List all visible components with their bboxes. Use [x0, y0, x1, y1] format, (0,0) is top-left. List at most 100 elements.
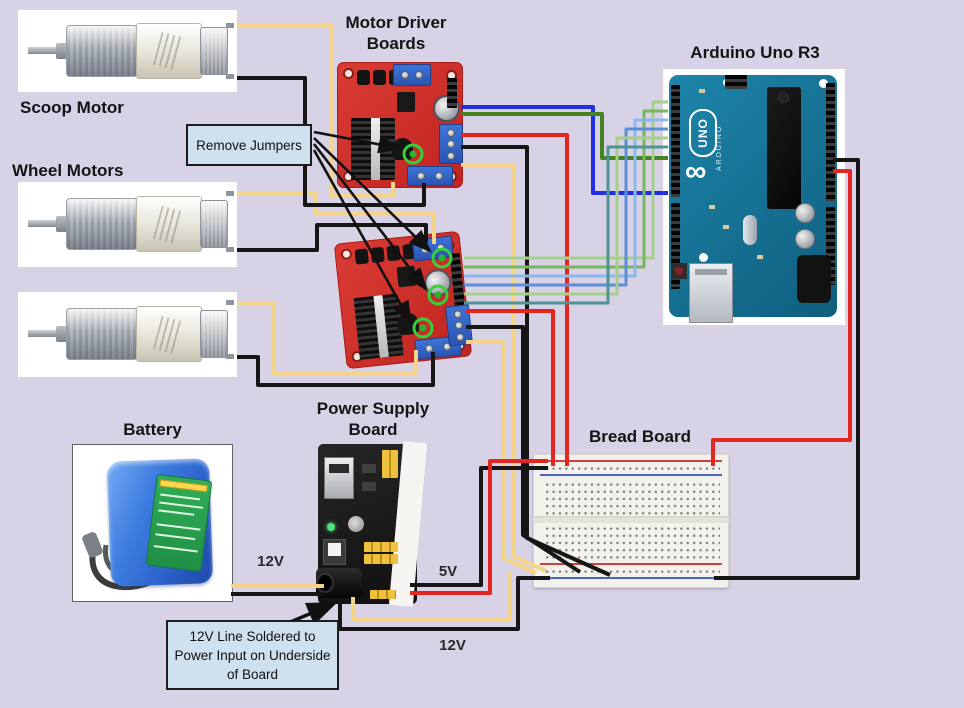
- battery-label-line: [159, 501, 204, 509]
- motor-hub: [56, 216, 67, 232]
- motor-output-terminal-bottom: [407, 166, 453, 186]
- motor-body: [136, 306, 202, 362]
- ic-component: [396, 265, 417, 288]
- battery-label: Battery: [123, 420, 182, 439]
- capacitor: [370, 246, 385, 264]
- motor-terminal-positive: [226, 191, 234, 196]
- arduino-uno-image: UNO ∞ ARDUINO: [663, 69, 845, 325]
- wire-driver2-signal-5: [464, 136, 668, 296]
- mounting-hole: [699, 253, 708, 262]
- wire-driver2-signal-2: [464, 109, 668, 269]
- motor-end-cap: [200, 27, 228, 75]
- power-supply-board-image: [316, 441, 428, 607]
- atmega-chip: [767, 87, 801, 209]
- motor-hub: [56, 326, 67, 342]
- electrolytic-capacitor: [423, 267, 453, 298]
- terminal-screw: [420, 245, 430, 254]
- motor-gearbox: [66, 308, 138, 360]
- wire-driver2-5v-red: [466, 309, 555, 466]
- motor-terminal-positive: [226, 23, 234, 28]
- breadboard-center-channel: [533, 516, 729, 523]
- capacitor: [386, 245, 401, 262]
- motor-gearbox: [66, 198, 138, 250]
- motor-marking: [152, 205, 184, 245]
- l298n-heatsink: [353, 293, 404, 360]
- psu-usb-port: [324, 457, 354, 499]
- terminal-screw: [434, 172, 443, 180]
- capacitor: [354, 248, 369, 265]
- battery-label-line: [158, 509, 195, 516]
- power-jack: [797, 255, 831, 303]
- capacitor: [357, 70, 370, 85]
- terminal-screw: [425, 344, 434, 353]
- terminal-screw: [415, 71, 424, 79]
- motor-output-terminal-top: [393, 64, 431, 86]
- smd-component: [757, 255, 763, 259]
- terminal-screw: [447, 151, 455, 160]
- wire-driver1-signal-green: [461, 112, 668, 160]
- wheel-motor-1-image: [18, 182, 237, 267]
- wire-driver1-5v-red: [461, 133, 569, 466]
- motor-body: [136, 196, 202, 252]
- terminal-screw: [447, 140, 455, 148]
- breadboard-terminal-holes: [542, 524, 720, 560]
- mounting-hole: [343, 68, 354, 79]
- wire-driver2-signal-1: [464, 100, 668, 260]
- breadboard-rail-holes: [542, 464, 720, 473]
- terminal-screw: [447, 128, 455, 137]
- psu-output-pins: [370, 590, 396, 599]
- ic-component: [397, 92, 415, 112]
- smd-component: [723, 225, 729, 229]
- solder-note-callout: 12V Line Soldered to Power Input on Unde…: [166, 620, 339, 690]
- psu-barrel-jack: [316, 568, 362, 598]
- power-pin-header: [826, 83, 835, 201]
- motor-shaft: [28, 47, 58, 54]
- motor-gearbox: [66, 25, 138, 77]
- wire-driver2-signal-3: [464, 118, 668, 278]
- l298n-heatsink: [351, 118, 395, 180]
- breadboard-positive-rail: [540, 563, 722, 565]
- psu-regulator: [362, 464, 376, 473]
- motor-shaft: [28, 220, 58, 227]
- arduino-title: Arduino Uno R3: [690, 43, 820, 62]
- regulator-component: [396, 311, 420, 336]
- motor-end-cap: [200, 310, 228, 358]
- scoop-motor-image: [18, 10, 237, 92]
- breadboard-image: [533, 454, 729, 588]
- motor-terminal-negative: [226, 354, 234, 359]
- battery-label-line: [155, 533, 196, 541]
- psu-output-pins: [364, 554, 398, 564]
- psu-power-switch: [323, 539, 346, 565]
- control-pin-header: [447, 78, 457, 108]
- battery-label-line: [153, 545, 198, 553]
- battery-label-stripe: [159, 479, 208, 493]
- breadboard-negative-rail: [540, 577, 722, 579]
- wheel-motors-label: Wheel Motors: [12, 161, 124, 180]
- motor-end-cap: [200, 200, 228, 248]
- battery-connector: [82, 532, 103, 558]
- icsp-header: [725, 75, 747, 89]
- control-pin-header: [449, 252, 465, 306]
- psu-power-led: [327, 523, 335, 531]
- motor-terminal-positive: [226, 300, 234, 305]
- motor-hub: [56, 43, 67, 59]
- motor-shaft: [28, 330, 58, 337]
- motor-terminal-negative: [226, 74, 234, 79]
- power-supply-board-title: Power Supply Board: [316, 399, 430, 439]
- motor-body: [136, 23, 202, 79]
- uno-logo: UNO: [689, 109, 717, 157]
- smd-component: [709, 205, 715, 209]
- digital-pin-header: [671, 203, 680, 289]
- electrolytic-capacitor: [795, 203, 815, 223]
- crystal-oscillator: [743, 215, 757, 245]
- battery-label-line: [156, 523, 201, 531]
- motor-driver-board-2: [333, 230, 473, 370]
- terminal-screw: [454, 320, 464, 330]
- motor-output-terminal-top: [411, 235, 454, 262]
- wire-driver2-12v-yellow: [466, 340, 537, 575]
- arduino-infinity-logo-icon: ∞: [685, 155, 707, 188]
- psu-regulator: [362, 482, 376, 491]
- motor-marking: [152, 315, 184, 355]
- breadboard-rail-holes: [542, 567, 720, 576]
